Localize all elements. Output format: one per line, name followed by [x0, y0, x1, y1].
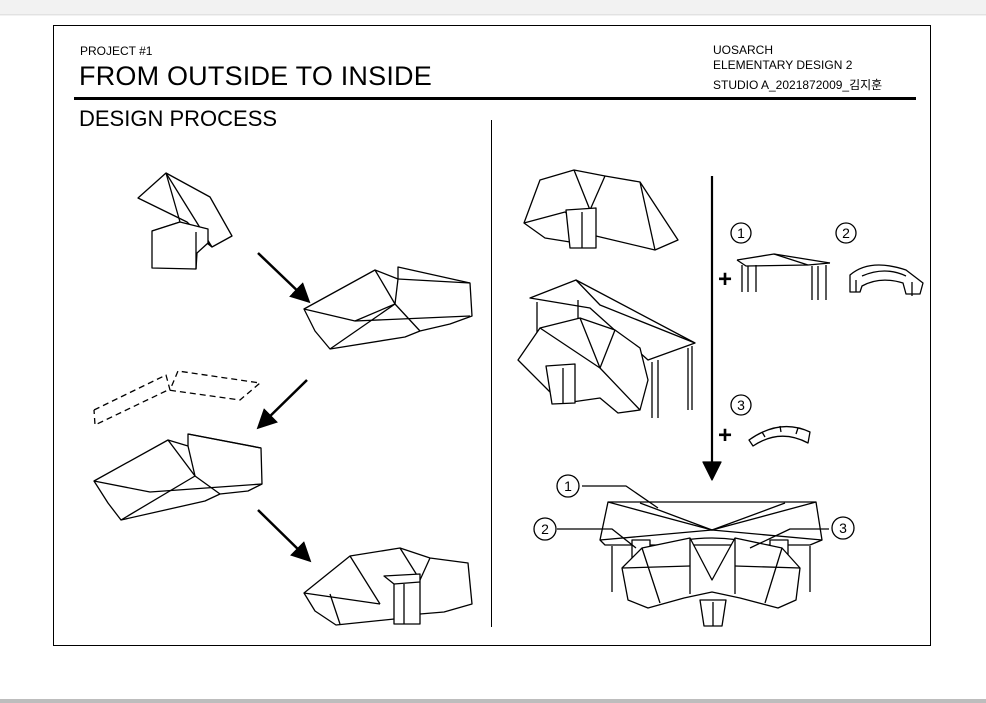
callout-circle-3-top — [730, 394, 752, 416]
viewer-top-bar — [0, 0, 986, 15]
step1-cube-massing — [137, 172, 233, 270]
leader-1 — [582, 485, 659, 509]
project-title: FROM OUTSIDE TO INSIDE — [79, 61, 432, 91]
callout-number-2-final: 2 — [541, 521, 549, 537]
callout-number-3-top: 3 — [737, 397, 745, 413]
component-arch — [748, 425, 811, 447]
leader-2 — [557, 528, 637, 549]
component-roof-frame — [736, 253, 831, 300]
plus-sign-component-3: + — [718, 422, 732, 449]
project-label: PROJECT #1 — [80, 44, 153, 58]
step3-faceted-mass — [93, 433, 263, 521]
assembled-perspective — [517, 279, 696, 418]
callout-number-3-final: 3 — [839, 520, 847, 536]
callout-circle-3-final — [831, 516, 855, 540]
callout-number-2-top: 2 — [842, 225, 850, 241]
component-curved-bench — [849, 264, 924, 296]
section-title: DESIGN PROCESS — [79, 106, 278, 131]
assembly-arrow-head — [702, 461, 722, 481]
callout-circle-1-top — [730, 222, 752, 244]
column-divider — [491, 120, 492, 627]
sheet-frame — [53, 25, 931, 646]
plus-sign-components-1-2: + — [718, 266, 732, 293]
leader-3 — [749, 528, 829, 549]
arrow-step3-to-step4 — [257, 509, 312, 563]
studio-student-id: STUDIO A_2021872009_김지훈 — [713, 78, 883, 92]
step4-mass-with-opening — [303, 547, 473, 626]
massing-view-top — [523, 169, 679, 251]
callout-circle-2-top — [835, 222, 857, 244]
course-name: ELEMENTARY DESIGN 2 — [713, 58, 853, 72]
callout-number-1-final: 1 — [564, 478, 572, 494]
step3-dashed-plan — [93, 370, 261, 426]
callout-circle-2-final — [533, 517, 557, 541]
final-assembly — [599, 501, 823, 627]
callout-circle-1-final — [556, 474, 580, 498]
step2-faceted-mass — [303, 266, 473, 350]
drawing-sheet — [0, 16, 986, 699]
arrow-step1-to-step2 — [257, 252, 311, 304]
viewer-scrollbar[interactable] — [0, 699, 986, 703]
school-name: UOSARCH — [713, 43, 774, 57]
callout-number-1-top: 1 — [737, 225, 745, 241]
title-rule — [74, 97, 916, 100]
arrow-step2-to-step3 — [256, 379, 308, 430]
